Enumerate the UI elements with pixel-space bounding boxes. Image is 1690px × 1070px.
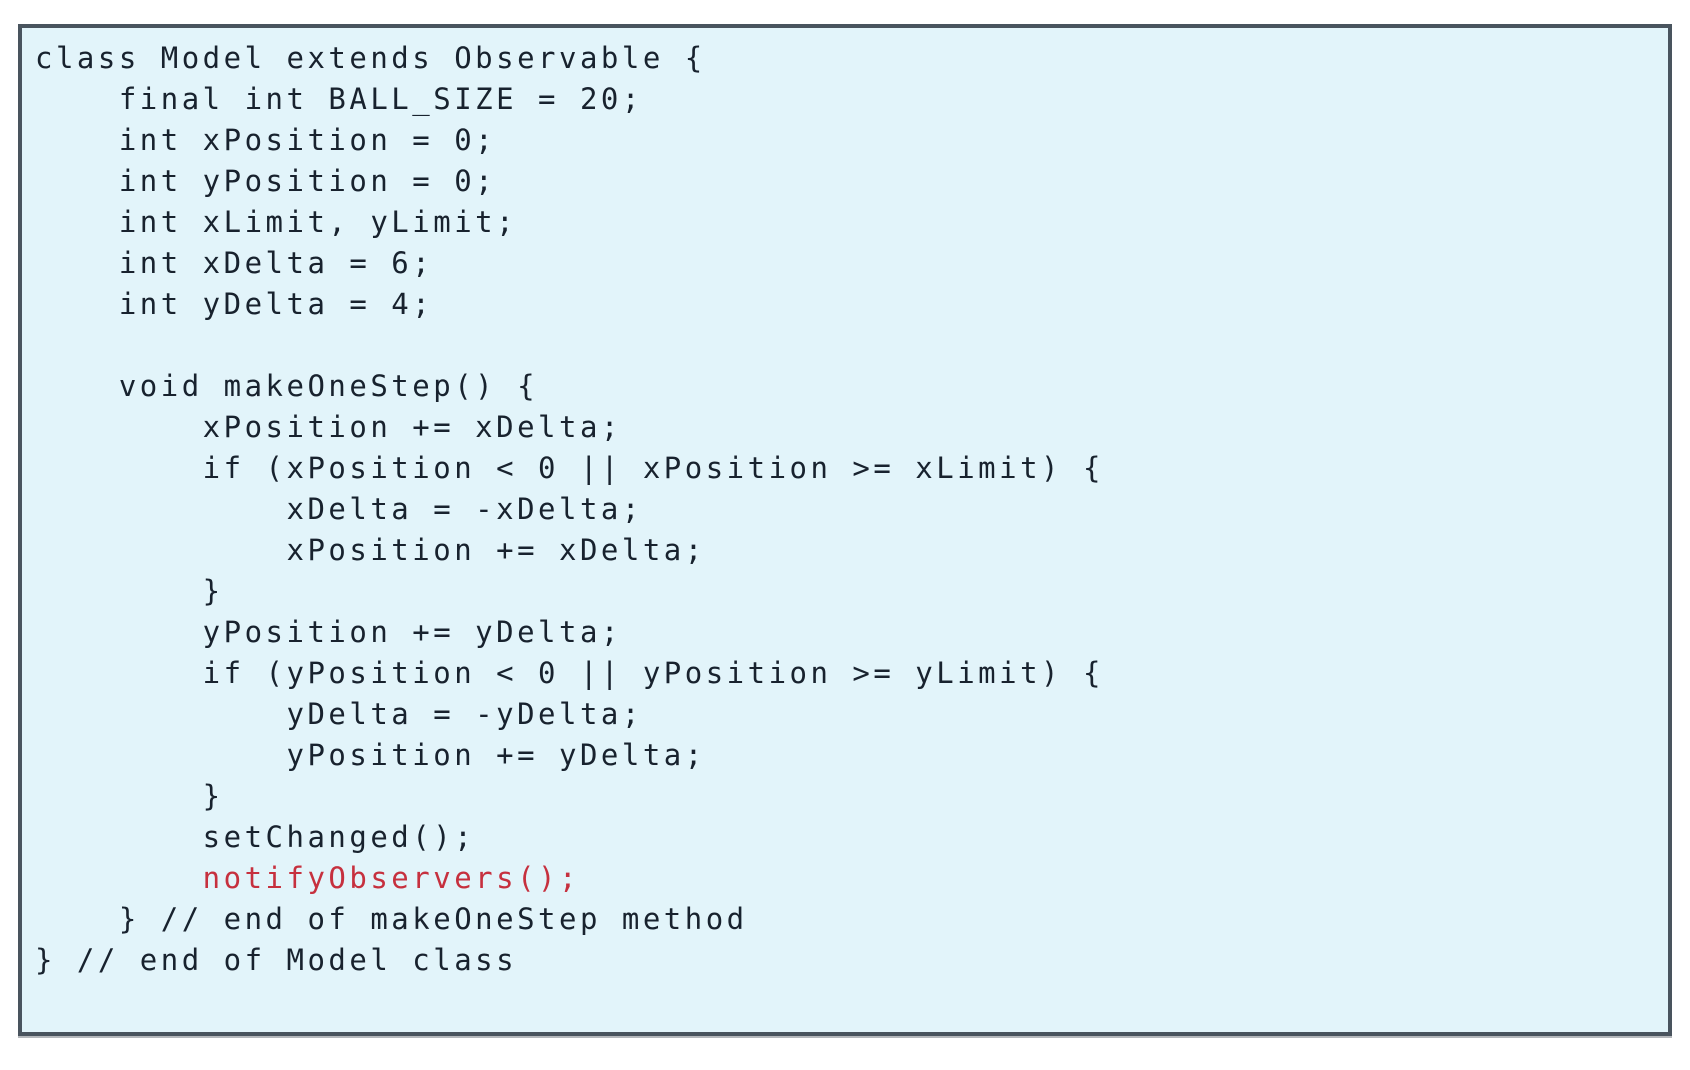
- code-line-highlighted: notifyObservers();: [35, 861, 580, 895]
- code-line: int xLimit, yLimit;: [35, 205, 518, 239]
- code-line: int yDelta = 4;: [35, 287, 434, 321]
- code-line: xPosition += xDelta;: [35, 533, 706, 567]
- code-line: int yPosition = 0;: [35, 164, 497, 198]
- code-listing: class Model extends Observable { final i…: [18, 24, 1672, 1036]
- code-line: void makeOneStep() {: [35, 369, 539, 403]
- code-line: } // end of Model class: [35, 943, 518, 977]
- code-line: int xPosition = 0;: [35, 123, 497, 157]
- code-line: yPosition += yDelta;: [35, 738, 706, 772]
- code-line: int xDelta = 6;: [35, 246, 434, 280]
- code-line: }: [35, 779, 224, 813]
- code-line: class Model extends Observable {: [35, 41, 706, 75]
- code-line: if (xPosition < 0 || xPosition >= xLimit…: [35, 451, 1104, 485]
- code-line: yDelta = -yDelta;: [35, 697, 643, 731]
- code-line: } // end of makeOneStep method: [35, 902, 748, 936]
- code-line: xDelta = -xDelta;: [35, 492, 643, 526]
- code-line: final int BALL_SIZE = 20;: [35, 82, 643, 116]
- code-line: }: [35, 574, 224, 608]
- code-line: setChanged();: [35, 820, 476, 854]
- code-line: if (yPosition < 0 || yPosition >= yLimit…: [35, 656, 1104, 690]
- code-line: yPosition += yDelta;: [35, 615, 622, 649]
- code-line: [35, 325, 1660, 366]
- code-line: xPosition += xDelta;: [35, 410, 622, 444]
